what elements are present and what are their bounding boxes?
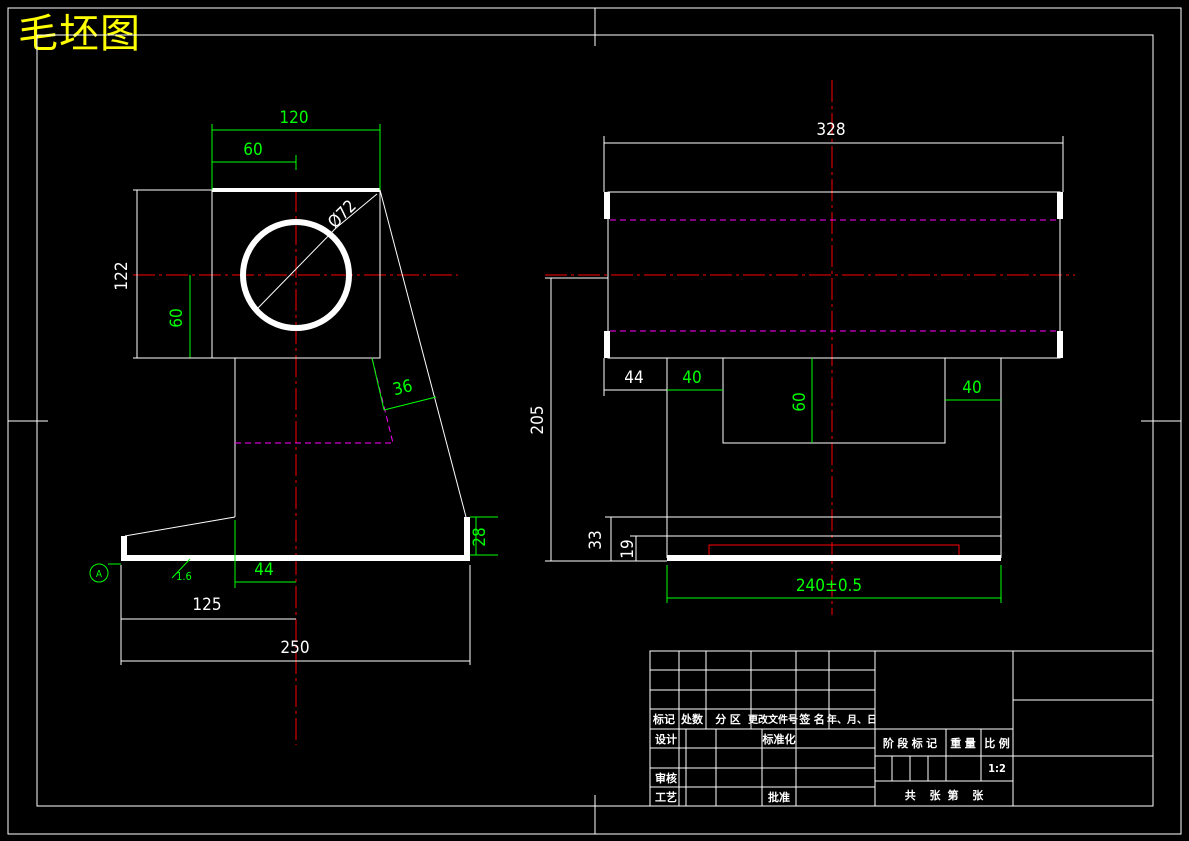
front-rib-slope	[379, 189, 467, 518]
tb-approve: 批准	[768, 790, 790, 804]
front-left-slope	[124, 516, 236, 537]
roughness-value: 1.6	[176, 570, 192, 583]
dim-text-122: 122	[112, 261, 132, 290]
front-left-lip	[121, 536, 127, 561]
tb-header-mark: 标记	[652, 712, 675, 726]
tb-scale-value: 1:2	[988, 762, 1006, 775]
dim-text-120: 120	[279, 108, 308, 128]
side-top-block	[607, 191, 1061, 359]
drawing-frame	[7, 7, 1182, 835]
inner-frame	[36, 34, 1154, 807]
front-base-plate	[121, 555, 470, 561]
tb-sheet-info: 共 张 第 张	[905, 788, 984, 802]
tb-process: 工艺	[655, 790, 677, 804]
tb-review: 审核	[655, 771, 677, 785]
front-bore-circle	[240, 219, 352, 331]
dim-text-205: 205	[528, 405, 548, 434]
tb-stage-mark: 阶 段 标 记	[883, 736, 937, 750]
dim-text-44-side: 44	[624, 368, 643, 388]
tb-scale: 比 例	[984, 736, 1009, 750]
dim-line-diameter	[257, 227, 337, 309]
dim-text-240: 240±0.5	[796, 576, 862, 596]
side-base-recess	[708, 544, 960, 555]
dim-text-60-top: 60	[243, 140, 262, 160]
dim-line-36	[383, 396, 437, 411]
dim-text-250: 250	[280, 638, 309, 658]
front-top-thick-edge	[212, 188, 380, 192]
datum-label: A	[96, 569, 103, 580]
tb-header-signature: 签 名	[798, 712, 824, 726]
dim-text-60-side: 60	[790, 392, 810, 411]
tb-standardization: 标准化	[762, 732, 796, 746]
dim-text-19: 19	[618, 539, 638, 558]
dim-text-33: 33	[586, 530, 606, 549]
datum-symbol-circle	[89, 563, 109, 583]
side-slot	[722, 358, 946, 444]
dim-text-60-left: 60	[167, 308, 187, 327]
dim-text-40-right: 40	[962, 378, 981, 398]
dim-text-40-left: 40	[682, 368, 701, 388]
dim-text-44-front: 44	[254, 560, 273, 580]
roughness-symbol	[171, 558, 191, 579]
side-view: 328 44 40 40 60 205 33 19 240±0.5	[528, 80, 1075, 615]
dim-text-28: 28	[470, 527, 490, 546]
tb-header-change-doc: 更改文件号	[748, 713, 798, 726]
tb-design: 设计	[655, 732, 677, 746]
side-base-plate	[667, 555, 1001, 561]
title-block-text: 标记 处数 分 区 更改文件号 签 名 年、月、日 设计 标准化 审核 工艺 批…	[652, 712, 1010, 804]
dim-text-125: 125	[192, 595, 221, 615]
title-block	[649, 650, 1154, 807]
tb-weight: 重 量	[950, 736, 975, 750]
dim-text-328: 328	[816, 120, 845, 140]
tb-header-date: 年、月、日	[827, 713, 877, 726]
dim-text-36: 36	[391, 376, 415, 400]
tb-header-count: 处数	[680, 712, 704, 726]
outer-frame	[7, 7, 1182, 835]
dim-text-diameter: Ø72	[324, 196, 360, 232]
drawing-title: 毛坯图	[18, 11, 141, 57]
front-right-lip	[464, 517, 470, 561]
tb-header-zone: 分 区	[715, 712, 740, 726]
front-view: 120 60 Ø72 122 60 36 28 44 125 250 A 1.6	[89, 108, 498, 745]
